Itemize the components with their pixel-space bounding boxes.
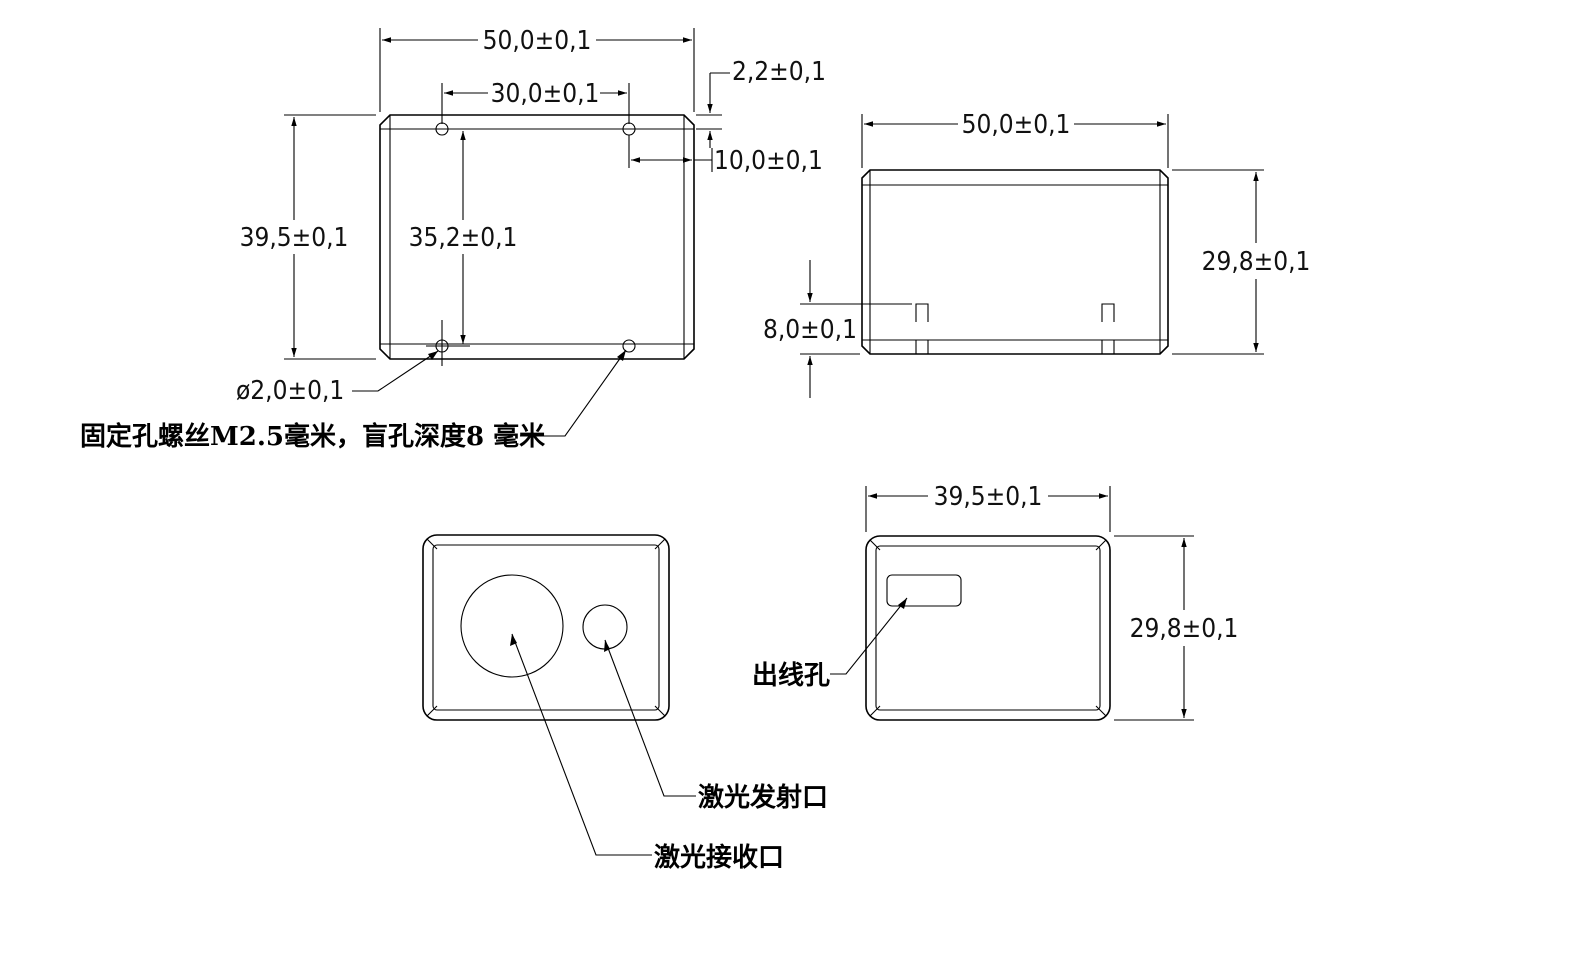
back-width-dim: 39,5±0,1 bbox=[934, 482, 1043, 512]
mount-hole-note: 固定孔螺丝M2.5毫米，盲孔深度8 毫米 bbox=[80, 421, 545, 452]
side-view: 50,0±0,1 29,8±0,1 8,0±0,1 bbox=[763, 110, 1310, 398]
hole-spacing-x-dim: 30,0±0,1 bbox=[491, 79, 600, 109]
laser-receiver-label: 激光接收口 bbox=[654, 842, 784, 873]
laser-emitter-label: 激光发射口 bbox=[698, 782, 828, 813]
edge-offset-side-dim: 10,0±0,1 bbox=[714, 146, 823, 176]
top-height-dim: 39,5±0,1 bbox=[240, 223, 349, 253]
front-view: 激光接收口 激光发射口 bbox=[422, 534, 828, 873]
hole-diameter-dim: ø2,0±0,1 bbox=[236, 376, 344, 406]
hole-depth-dim: 8,0±0,1 bbox=[763, 315, 857, 345]
hole-spacing-y-dim: 35,2±0,1 bbox=[409, 223, 518, 253]
front-view-outline bbox=[422, 534, 670, 721]
back-height-dim: 29,8±0,1 bbox=[1130, 614, 1239, 644]
blind-hole-right bbox=[1101, 303, 1115, 354]
edge-offset-top-dim: 2,2±0,1 bbox=[732, 57, 826, 87]
top-width-dim: 50,0±0,1 bbox=[483, 26, 592, 56]
mount-hole-4 bbox=[622, 339, 636, 353]
top-view: 50,0±0,1 30,0±0,1 2,2±0,1 10,0±0,1 39,5±… bbox=[80, 26, 826, 452]
side-view-outline bbox=[861, 169, 1169, 355]
side-width-dim: 50,0±0,1 bbox=[962, 110, 1071, 140]
blind-hole-left bbox=[915, 303, 929, 354]
back-view: 出线孔 39,5±0,1 29,8±0,1 bbox=[752, 482, 1239, 721]
laser-receiver-aperture bbox=[460, 574, 564, 678]
wire-hole-label: 出线孔 bbox=[752, 661, 830, 691]
back-view-outline bbox=[865, 535, 1111, 721]
side-height-dim: 29,8±0,1 bbox=[1202, 247, 1311, 277]
wire-outlet-hole bbox=[886, 574, 962, 607]
